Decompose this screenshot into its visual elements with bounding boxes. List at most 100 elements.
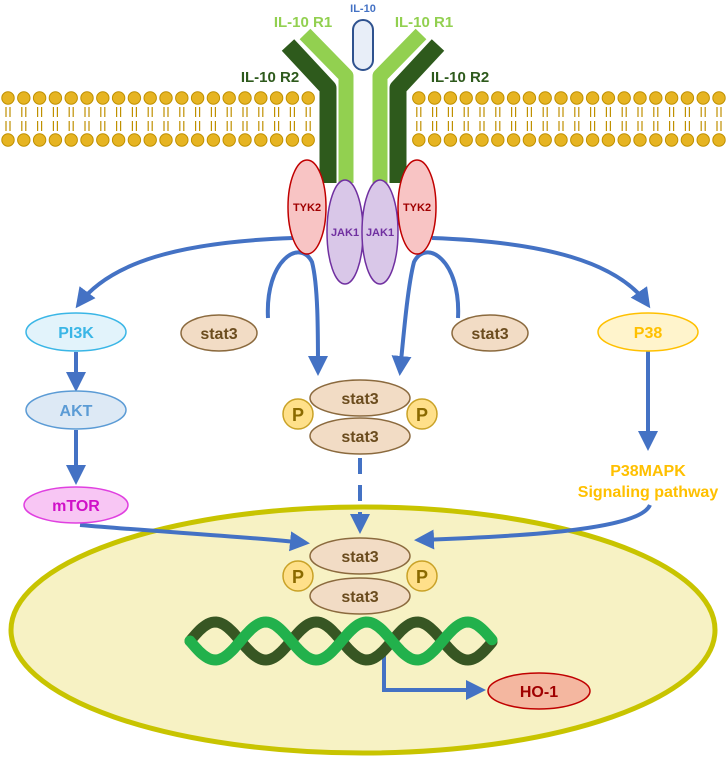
lipid-head <box>585 133 600 147</box>
phospho-right-cytoplasm-label: P <box>416 405 428 425</box>
lipid-head <box>712 91 726 105</box>
arrow-p38mapk-to-nuclear-stat3 <box>414 503 652 550</box>
lipid-head <box>491 133 505 147</box>
p38mapk-label-line1: P38MAPK <box>610 463 686 480</box>
lipid-head <box>206 91 221 105</box>
lipid-head <box>48 133 63 147</box>
il10-r2-left-label: IL-10 R2 <box>241 69 299 86</box>
lipid-head <box>269 91 284 105</box>
mtor-label: mTOR <box>52 498 100 515</box>
arrow-mtor-to-nuclear-stat3 <box>79 523 310 552</box>
lipid-head <box>617 133 631 147</box>
lipid-head <box>222 133 236 147</box>
stat3-nuclear-bottom <box>309 577 411 615</box>
mtor-node <box>23 486 129 524</box>
phospho-right-nucleus <box>406 560 438 592</box>
lipid-head <box>427 91 442 105</box>
lipid-head <box>459 133 473 147</box>
arrow-dna-to-ho1 <box>382 655 486 700</box>
lipid-head <box>159 91 173 105</box>
lipid-head <box>254 133 268 147</box>
il10-r1-right-label: IL-10 R1 <box>395 14 453 31</box>
stat3-free-left <box>180 314 258 352</box>
lipid-head <box>617 91 631 105</box>
il10-r2-right-receptor <box>389 39 445 183</box>
stat3-dimer-top <box>309 379 411 417</box>
lipid-head <box>712 133 726 147</box>
lipid-head <box>412 91 426 105</box>
arrow-tyk2-right-to-dimer <box>391 250 461 376</box>
lipid-head <box>80 133 94 147</box>
lipid-head <box>538 91 552 105</box>
lipid-head <box>222 91 236 105</box>
pi3k-akt-mtor-pathway: PI3K AKT mTOR <box>23 312 129 524</box>
stat3-free-right <box>451 314 529 352</box>
il10-r1-left-receptor <box>299 28 354 183</box>
lipid-head <box>554 133 568 147</box>
lipid-head <box>585 91 600 105</box>
lipid-head <box>522 91 537 105</box>
arrow-tyk2-left-to-dimer <box>265 250 328 376</box>
tyk2-left-label: TYK2 <box>293 202 321 214</box>
lipid-head <box>17 91 31 105</box>
il10-receptor-complex <box>281 28 445 183</box>
lipid-head <box>443 133 458 147</box>
signaling-arrows <box>66 236 658 700</box>
lipid-head <box>175 133 189 147</box>
lipid-head <box>17 133 31 147</box>
lipid-head <box>80 91 94 105</box>
lipid-head <box>238 133 252 147</box>
lipid-head <box>190 133 205 147</box>
lipid-head <box>159 133 173 147</box>
lipid-head <box>491 91 505 105</box>
lipid-head <box>64 91 78 105</box>
ho1-node <box>487 672 591 710</box>
stat3-dimer-top-label: stat3 <box>341 391 378 408</box>
lipid-head <box>475 133 489 147</box>
lipid-head <box>554 91 568 105</box>
lipid-head <box>601 133 616 147</box>
p38mapk-label-line2: Signaling pathway <box>578 484 719 501</box>
stat3-dimer-nucleus: stat3 stat3 P P <box>282 537 438 615</box>
lipid-head <box>633 91 647 105</box>
lipid-head <box>570 91 584 105</box>
lipid-head <box>427 133 442 147</box>
lipid-head <box>111 133 126 147</box>
lipid-head <box>696 91 710 105</box>
lipid-head <box>48 91 63 105</box>
lipid-head <box>664 91 679 105</box>
arrow-tyk2-to-p38 <box>431 236 651 309</box>
stat3-dimer-bottom <box>309 417 411 455</box>
phospho-left-nucleus-label: P <box>292 567 304 587</box>
p38-node <box>597 312 699 352</box>
lipid-head <box>301 133 315 147</box>
phospho-left-nucleus <box>282 560 314 592</box>
lipid-head <box>443 91 458 105</box>
stat3-dimer-cytoplasm: stat3 stat3 P P <box>282 379 438 455</box>
phospho-right-cytoplasm <box>406 398 438 430</box>
tyk2-right <box>397 159 437 255</box>
lipid-head <box>506 91 521 105</box>
lipid-head <box>649 91 663 105</box>
dna-helix <box>184 616 498 666</box>
jak1-left-label: JAK1 <box>331 227 359 239</box>
lipid-head <box>96 91 110 105</box>
il10-r1-right-receptor <box>372 28 427 183</box>
lipid-head <box>285 91 300 105</box>
kinases: TYK2 TYK2 JAK1 JAK1 <box>287 159 437 285</box>
jak1-right-label: JAK1 <box>366 227 394 239</box>
lipid-head <box>301 91 315 105</box>
lipid-head <box>111 91 126 105</box>
lipid-head <box>475 91 489 105</box>
lipid-head <box>143 91 157 105</box>
lipid-head <box>238 91 252 105</box>
lipid-head <box>506 133 521 147</box>
cell-membrane <box>1 91 726 147</box>
phospho-left-cytoplasm <box>282 398 314 430</box>
il10-r2-right-label: IL-10 R2 <box>431 69 489 86</box>
stat3-nuclear-top-label: stat3 <box>341 549 378 566</box>
pi3k-node <box>25 312 127 352</box>
lipid-head <box>412 133 426 147</box>
lipid-head <box>664 133 679 147</box>
